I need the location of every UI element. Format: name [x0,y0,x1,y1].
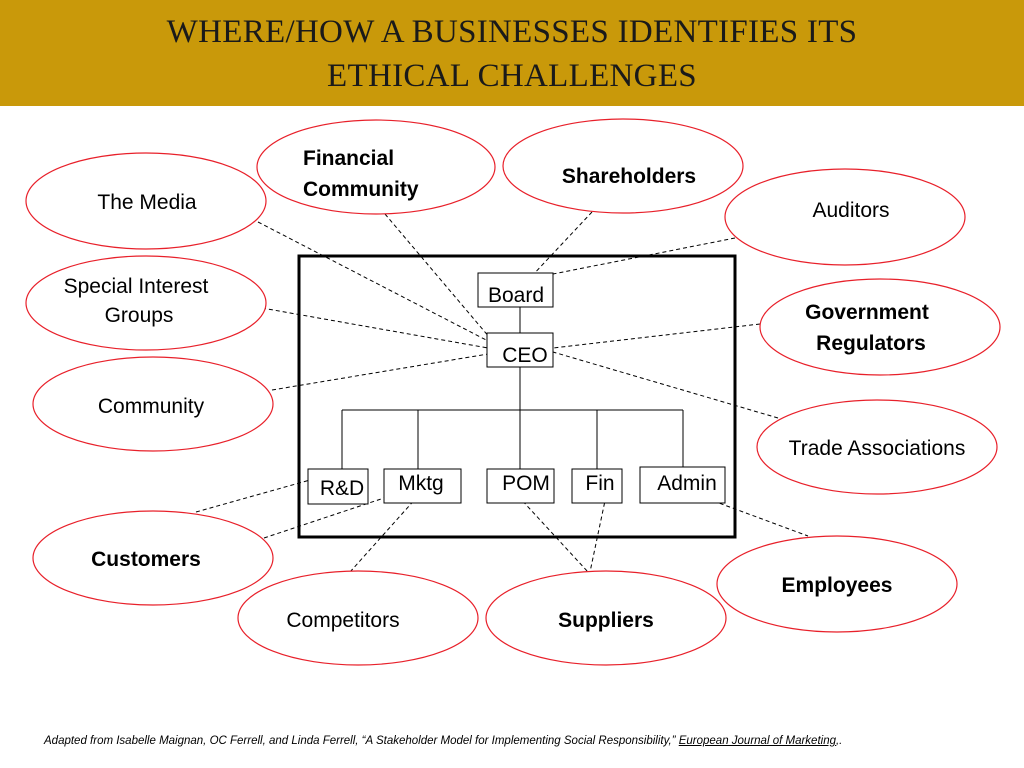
footnote-suffix: ,. [835,735,843,747]
label-auditors: Auditors [812,199,889,222]
label-suppliers: Suppliers [558,609,654,632]
label-customers: Customers [91,548,201,571]
label-government-line1: Government [805,301,929,324]
ellipse-special-interest [25,255,267,351]
title-bar [0,0,1024,106]
ellipse-customers [32,510,274,606]
label-financial-line1: Financial [303,147,394,170]
org-dept-rd: R&D [307,468,369,505]
ellipse-employees [716,535,958,633]
connector-special-interest [261,307,489,349]
org-dept-admin: Admin [639,466,726,504]
ellipse-media [25,152,267,250]
connector-media [257,221,491,343]
label-employees: Employees [782,574,893,597]
dept-pom-label: POM [502,472,550,495]
footnote-text: Adapted from Isabelle Maignan, OC Ferrel… [44,735,679,747]
dept-admin-label: Admin [657,472,717,495]
connector-customers-rd [195,479,311,513]
connector-suppliers-fin [589,495,607,573]
label-shareholders: Shareholders [562,165,696,188]
source-footnote: Adapted from Isabelle Maignan, OC Ferrel… [44,735,1004,747]
label-special-interest-line1: Special Interest [64,275,209,298]
ellipse-government [759,278,1001,376]
connector-competitors [349,495,419,573]
ellipse-financial-community [256,119,496,215]
ellipse-competitors [237,570,479,666]
ellipse-community [32,356,274,452]
connector-customers-mktg [263,495,391,539]
title-line-1: WHERE/HOW A BUSINESSES IDENTIFIES ITS [166,14,858,50]
label-financial-line2: Community [303,178,419,201]
ellipse-auditors [724,168,966,266]
org-dept-pom: POM [486,468,555,504]
footnote-journal-link[interactable]: European Journal of Marketing [678,735,836,747]
page-title: WHERE/HOW A BUSINESSES IDENTIFIES ITS ET… [0,10,1024,98]
connector-suppliers-pom [517,495,589,573]
ceo-label: CEO [502,344,548,367]
label-media: The Media [97,191,197,214]
label-community: Community [98,395,205,418]
board-label: Board [488,284,544,307]
connector-shareholders [529,211,593,279]
org-board: Board [477,272,554,308]
org-dept-fin: Fin [571,468,623,504]
label-trade: Trade Associations [789,437,966,460]
organization-frame [297,254,737,539]
label-government-line2: Regulators [816,332,926,355]
org-ceo: CEO [486,332,554,368]
ellipse-shareholders [502,118,744,214]
connector-lines [195,211,809,573]
org-dept-mktg: Mktg [383,468,462,504]
dept-fin-label: Fin [585,472,614,495]
dept-mktg-label: Mktg [398,472,444,495]
ellipse-trade [756,399,998,495]
org-chart-lines [341,307,684,469]
connector-government [552,323,761,349]
label-competitors: Competitors [286,609,399,632]
connector-employees [699,495,809,537]
connector-trade [552,351,779,419]
dept-rd-label: R&D [320,477,364,500]
connector-community [271,353,489,391]
ellipse-suppliers [485,570,727,666]
title-line-2: ETHICAL CHALLENGES [327,58,697,94]
connector-financial [384,213,491,339]
label-special-interest-line2: Groups [105,304,174,327]
